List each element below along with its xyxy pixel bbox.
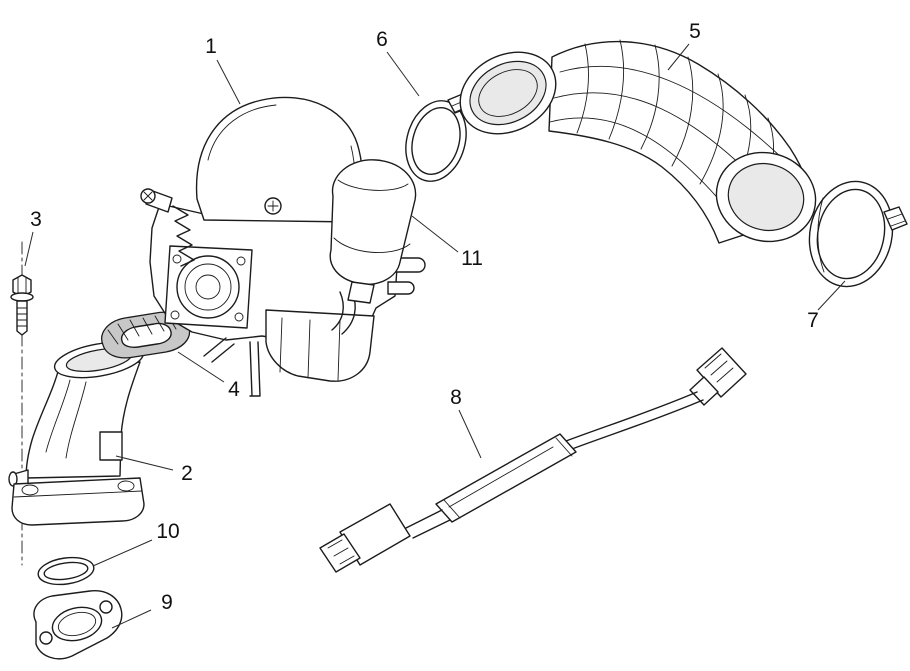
part-number-9: 9 xyxy=(161,591,173,614)
spring-coil xyxy=(172,205,195,267)
callout-3: 3 xyxy=(24,208,42,267)
leader-line xyxy=(177,351,225,383)
part-number-11: 11 xyxy=(461,247,483,270)
part-number-5: 5 xyxy=(689,20,701,43)
callout-7: 7 xyxy=(807,280,846,332)
leader-line xyxy=(667,43,690,71)
callout-5: 5 xyxy=(667,20,701,71)
callout-1: 1 xyxy=(205,35,241,105)
part-hose-clamp-large xyxy=(808,180,908,288)
leader-line xyxy=(386,51,420,97)
callout-9: 9 xyxy=(111,591,173,629)
part-number-8: 8 xyxy=(450,386,462,409)
leader-line xyxy=(411,215,459,253)
part-cable xyxy=(319,347,747,573)
part-intake-manifold xyxy=(8,341,145,526)
part-number-2: 2 xyxy=(181,462,193,485)
leader-line xyxy=(216,59,241,105)
leader-line xyxy=(24,231,34,267)
callout-11: 11 xyxy=(411,215,483,270)
part-flange-bolt xyxy=(10,274,34,336)
part-number-4: 4 xyxy=(228,378,240,401)
callout-4: 4 xyxy=(177,351,240,401)
callout-8: 8 xyxy=(450,386,482,459)
part-number-6: 6 xyxy=(376,28,388,51)
part-number-7: 7 xyxy=(807,309,819,332)
part-automatic-choke xyxy=(329,159,417,304)
part-number-3: 3 xyxy=(30,208,42,231)
leader-line xyxy=(111,609,152,629)
leader-line xyxy=(817,280,846,311)
part-air-intake-hose xyxy=(459,39,817,244)
part-number-10: 10 xyxy=(156,520,179,543)
part-o-ring xyxy=(37,556,95,586)
callout-6: 6 xyxy=(376,28,420,97)
leader-line xyxy=(115,455,174,471)
part-hose-clamp-small xyxy=(405,85,480,182)
leader-line xyxy=(92,539,153,567)
callout-2: 2 xyxy=(115,455,193,485)
callout-10: 10 xyxy=(92,520,180,567)
part-number-1: 1 xyxy=(205,35,217,58)
part-flange-gasket xyxy=(33,590,123,660)
leader-line xyxy=(458,409,482,459)
